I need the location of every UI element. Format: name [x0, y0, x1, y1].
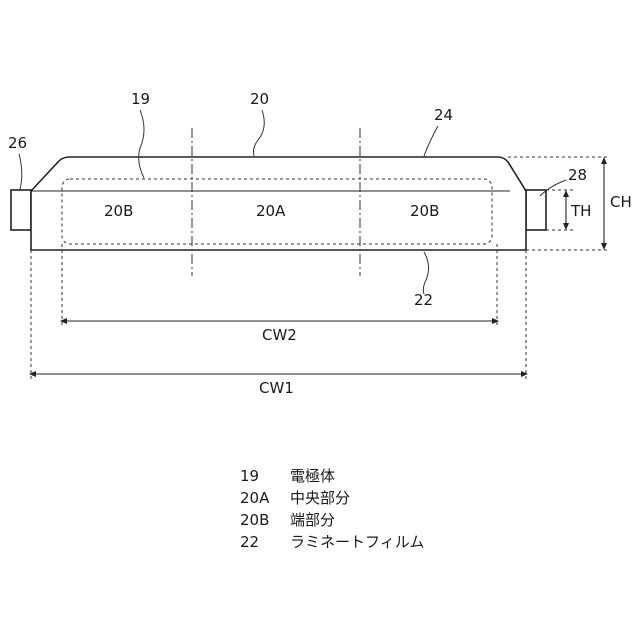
cw1-arrow-left	[29, 371, 36, 377]
legend-desc: ラミネートフィルム	[290, 533, 424, 551]
ref-20-label: 20	[250, 90, 269, 108]
legend-desc: 中央部分	[290, 489, 350, 507]
ref-24-label: 24	[434, 106, 453, 124]
cw2-arrow-left	[60, 318, 67, 324]
legend-code: 22	[240, 533, 259, 551]
legend-code: 19	[240, 467, 259, 485]
tab-left	[11, 190, 31, 230]
dim-cw1-label: CW1	[259, 379, 294, 397]
legend-code: 20B	[240, 511, 269, 529]
ref-24-leader	[424, 126, 438, 156]
ref-28-label: 28	[568, 166, 587, 184]
ch-arrow-top	[601, 157, 607, 164]
cw2-arrow-right	[492, 318, 499, 324]
legend-desc: 端部分	[290, 511, 335, 529]
tab-right	[526, 190, 546, 230]
ref-26-label: 26	[8, 134, 27, 152]
region-label-left: 20B	[104, 202, 133, 220]
dim-ch-label: CH	[610, 193, 632, 211]
dim-th-label: TH	[570, 202, 591, 220]
legend: 19 電極体 20A 中央部分 20B 端部分 22 ラミネートフィルム	[240, 467, 424, 551]
ch-arrow-bottom	[601, 243, 607, 250]
region-label-center: 20A	[256, 202, 286, 220]
legend-desc: 電極体	[290, 467, 335, 485]
cw1-arrow-right	[521, 371, 528, 377]
ref-20-leader	[254, 110, 265, 156]
ref-26-leader	[19, 154, 22, 190]
ref-19-label: 19	[131, 90, 150, 108]
dim-cw2-label: CW2	[262, 326, 297, 344]
ref-22-leader	[423, 252, 428, 294]
region-label-right: 20B	[410, 202, 439, 220]
th-arrow-bottom	[563, 223, 569, 230]
legend-code: 20A	[240, 489, 270, 507]
th-arrow-top	[563, 190, 569, 197]
